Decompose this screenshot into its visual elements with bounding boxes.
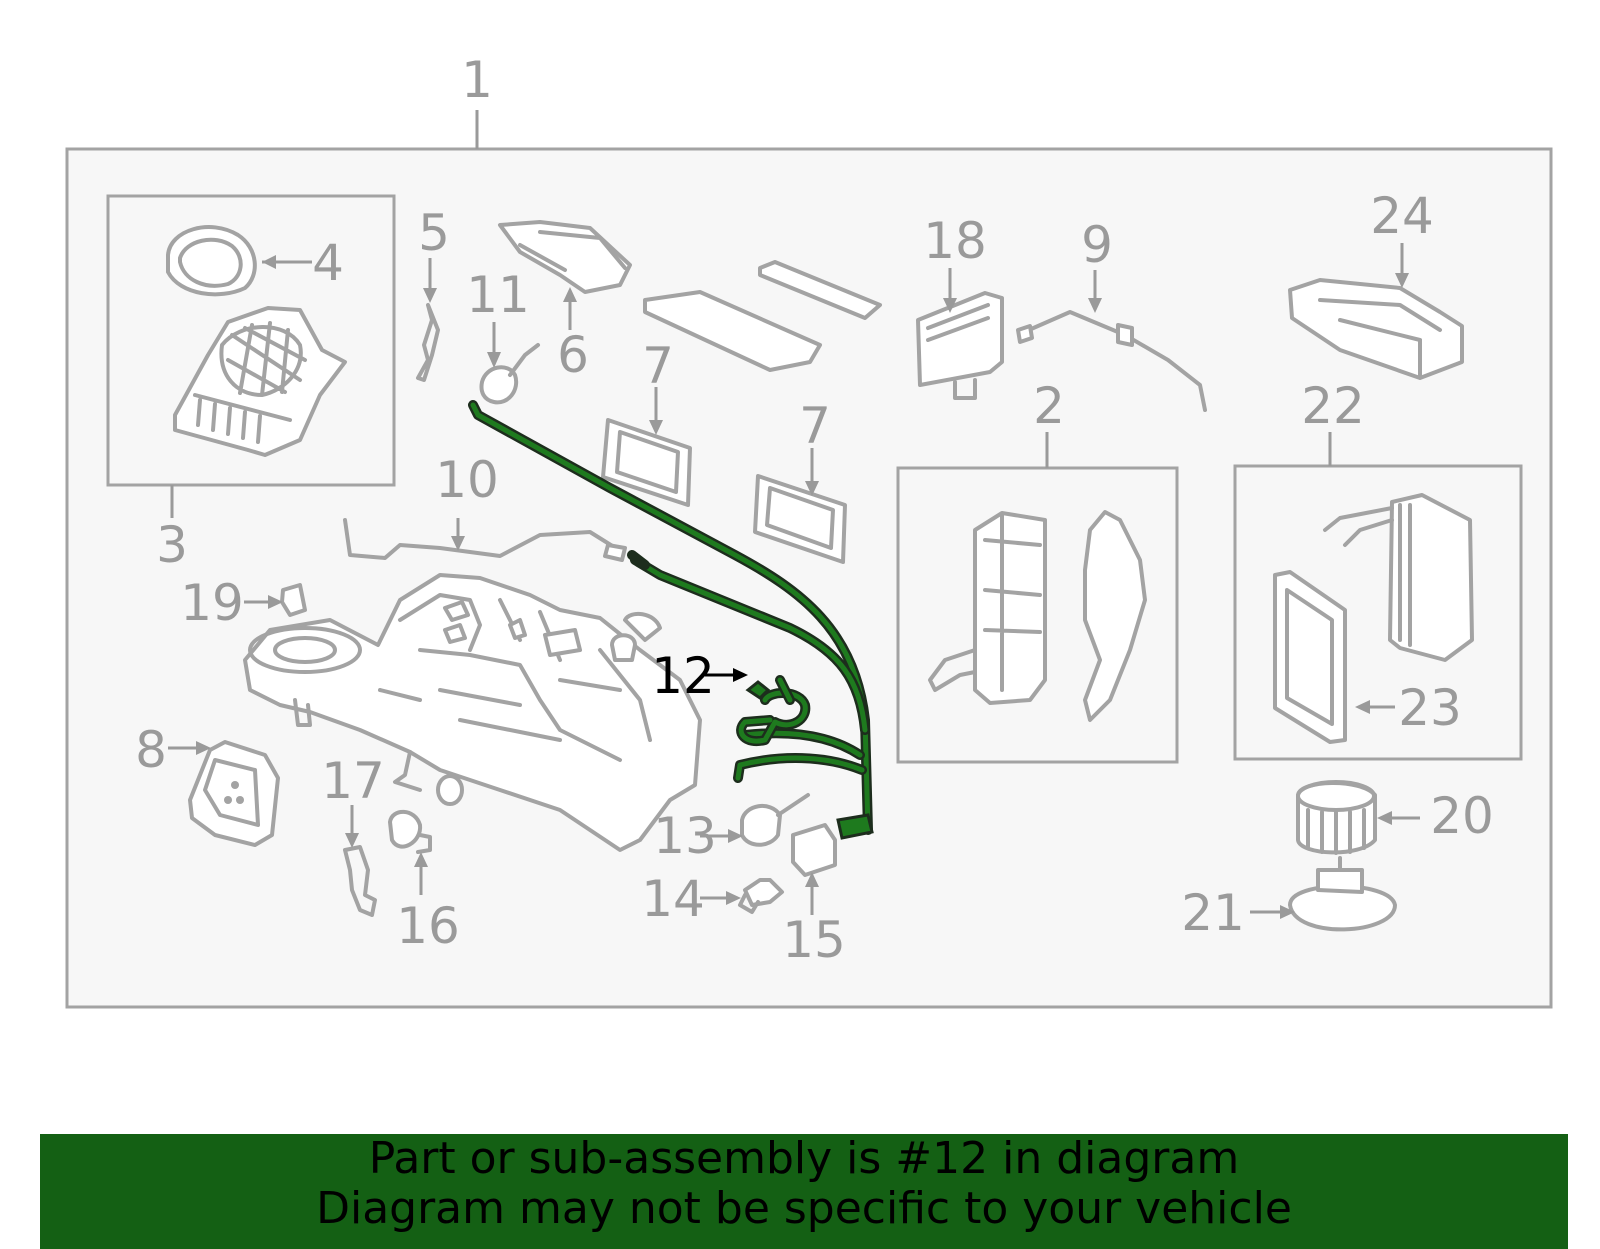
label-10: 10	[435, 451, 499, 509]
part-3-grille	[219, 321, 307, 397]
duct-plate-1	[643, 290, 822, 372]
label-7b: 7	[799, 397, 831, 455]
part-7-filter-b	[753, 474, 847, 564]
label-19: 19	[180, 574, 244, 632]
part-11-actuator	[479, 365, 519, 405]
label-14: 14	[641, 870, 705, 928]
part-17-bracket	[343, 845, 377, 917]
label-9: 9	[1081, 216, 1113, 274]
banner-line-2: Diagram may not be specific to your vehi…	[316, 1183, 1292, 1234]
part-7-filter-a	[601, 418, 692, 507]
part-22-heater-core	[1388, 493, 1474, 662]
part-19-clip	[280, 583, 307, 617]
banner-line-1: Part or sub-assembly is #12 in diagram	[368, 1133, 1240, 1184]
part-18-cover	[916, 291, 1004, 387]
label-12: 12	[651, 647, 715, 705]
subassembly-box-22	[1233, 464, 1523, 761]
label-20: 20	[1430, 787, 1494, 845]
label-3: 3	[156, 516, 188, 574]
info-banner: Part or sub-assembly is #12 in diagram D…	[40, 1134, 1568, 1249]
label-6: 6	[557, 326, 589, 384]
label-8: 8	[135, 721, 167, 779]
part-2-evaporator	[973, 511, 1047, 705]
part-10-wire	[343, 518, 624, 560]
label-13: 13	[653, 807, 717, 865]
part-2-case-half	[1083, 510, 1147, 722]
actuator-small	[610, 633, 637, 662]
part-5-bracket	[416, 303, 440, 382]
label-15: 15	[782, 911, 846, 969]
label-7a: 7	[642, 337, 674, 395]
duct-plate-2	[758, 260, 882, 320]
label-21: 21	[1181, 884, 1245, 942]
label-23: 23	[1398, 679, 1462, 737]
label-11: 11	[466, 266, 530, 324]
label-18: 18	[923, 212, 987, 270]
subassembly-box-2	[896, 466, 1179, 764]
part-16-grommet	[388, 809, 423, 849]
label-16: 16	[396, 897, 460, 955]
part-12-highlight	[468, 400, 874, 840]
part-21-blower-motor	[1288, 884, 1397, 932]
label-24: 24	[1370, 187, 1434, 245]
label-4: 4	[312, 234, 344, 292]
part-4-seal-inner	[178, 237, 243, 288]
drain-fitting	[436, 774, 464, 806]
part-9-sensor-wire	[1020, 310, 1207, 412]
part-14-fitting	[743, 878, 784, 907]
label-17: 17	[321, 752, 385, 810]
blower-inlet	[248, 626, 362, 674]
label-22: 22	[1301, 377, 1365, 435]
subassembly-box-3	[106, 194, 396, 487]
part-13-valve	[740, 804, 782, 847]
label-1: 1	[461, 51, 493, 109]
part-15-block	[791, 823, 837, 877]
part-3-vents	[193, 393, 292, 444]
part-3-blower-housing	[173, 306, 347, 457]
label-2: 2	[1033, 377, 1065, 435]
label-5: 5	[418, 204, 450, 262]
